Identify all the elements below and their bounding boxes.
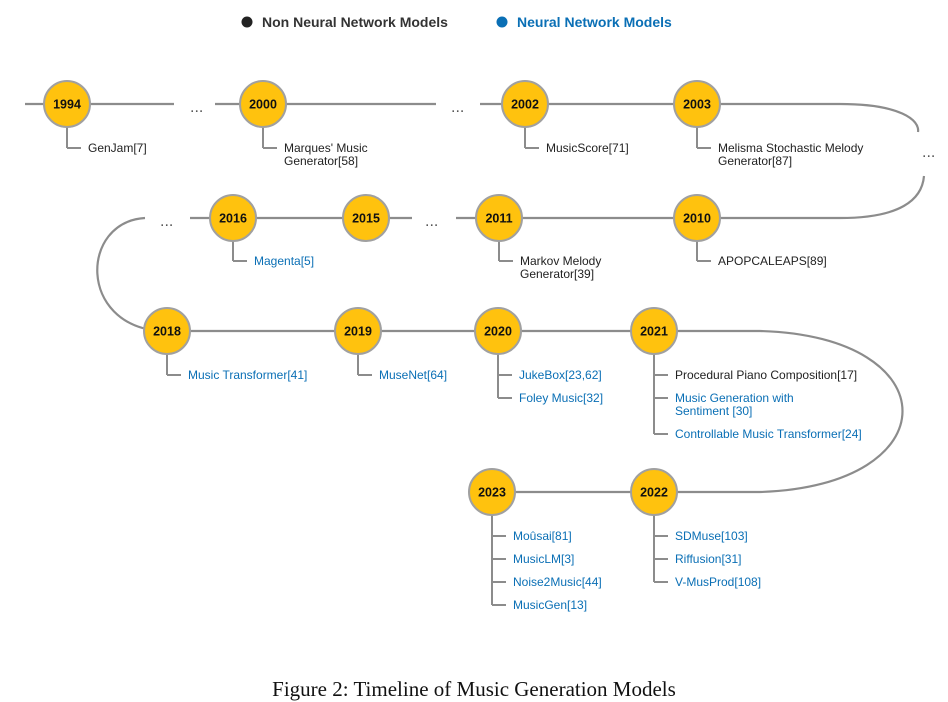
- model-label: Magenta[5]: [254, 254, 314, 268]
- model-label: MusicGen[13]: [513, 598, 587, 612]
- model-label: Marques' Music: [284, 141, 368, 155]
- ellipsis-mark: ...: [922, 144, 935, 161]
- year-label: 1994: [53, 98, 81, 112]
- legend-nn-dot: [496, 16, 508, 28]
- curve-left-1: [96, 216, 161, 333]
- model-label: Markov Melody: [520, 254, 601, 268]
- year-node: [143, 307, 191, 355]
- model-label: Music Generation with: [675, 391, 794, 405]
- model-label: GenJam[7]: [88, 141, 147, 155]
- year-node-group: GenJam[7] 1994: [43, 80, 147, 155]
- year-node-group: Magenta[5] 2016: [209, 194, 314, 268]
- year-label: 2010: [683, 212, 711, 226]
- year-node: [630, 468, 678, 516]
- year-node: [501, 80, 549, 128]
- legend-nn-label: Neural Network Models: [517, 14, 672, 30]
- curve-right-2: [759, 329, 904, 494]
- year-label: 2000: [249, 98, 277, 112]
- curve-right-1: [839, 102, 920, 133]
- model-label: Noise2Music[44]: [513, 575, 602, 589]
- ellipsis-mark: ...: [190, 99, 203, 116]
- model-label: Melisma Stochastic Melody: [718, 141, 863, 155]
- year-label: 2018: [153, 325, 181, 339]
- model-label: Procedural Piano Composition[17]: [675, 368, 857, 382]
- year-label: 2019: [344, 325, 372, 339]
- year-node: [468, 468, 516, 516]
- model-label: Generator[39]: [520, 267, 594, 281]
- year-node-group: Music Transformer[41] 2018: [143, 307, 307, 382]
- ellipsis-mark: ...: [451, 99, 464, 116]
- model-label: JukeBox[23,62]: [519, 368, 602, 382]
- year-node: [475, 194, 523, 242]
- year-node: [474, 307, 522, 355]
- year-node: [239, 80, 287, 128]
- legend: Non Neural Network Models Neural Network…: [241, 14, 672, 30]
- model-label: Music Transformer[41]: [188, 368, 307, 382]
- model-label: Controllable Music Transformer[24]: [675, 427, 862, 441]
- year-label: 2022: [640, 486, 668, 500]
- model-label: MusicLM[3]: [513, 552, 574, 566]
- year-node-group: APOPCALEAPS[89] 2010: [673, 194, 827, 268]
- ellipsis-mark: ...: [160, 213, 173, 230]
- figure-caption: Figure 2: Timeline of Music Generation M…: [272, 677, 676, 701]
- ellipsis-marks: ... ... ... ... ...: [160, 99, 935, 230]
- year-node: [673, 194, 721, 242]
- year-node-group: MuseNet[64] 2019: [334, 307, 447, 382]
- year-label: 2011: [485, 212, 512, 226]
- year-label: 2015: [352, 212, 380, 226]
- model-label: SDMuse[103]: [675, 529, 748, 543]
- model-label: V-MusProd[108]: [675, 575, 761, 589]
- ellipsis-mark: ...: [425, 213, 438, 230]
- model-label: MuseNet[64]: [379, 368, 447, 382]
- year-node: [334, 307, 382, 355]
- year-label: 2016: [219, 212, 247, 226]
- year-node-group: MusicScore[71] 2002: [501, 80, 629, 155]
- curve-right-1b: [839, 175, 926, 220]
- year-node: [630, 307, 678, 355]
- year-node-group: SDMuse[103] Riffusion[31] V-MusProd[108] 20…: [630, 468, 761, 589]
- legend-non-nn-dot: [241, 16, 253, 28]
- legend-non-nn-label: Non Neural Network Models: [262, 14, 448, 30]
- model-label: APOPCALEAPS[89]: [718, 254, 827, 268]
- year-node: [43, 80, 91, 128]
- year-node: [342, 194, 390, 242]
- model-label: Sentiment [30]: [675, 404, 752, 418]
- year-label: 2002: [511, 98, 539, 112]
- year-node-group: Procedural Piano Composition[17] Music Ge…: [630, 307, 862, 441]
- model-label: Riffusion[31]: [675, 552, 742, 566]
- year-node: [673, 80, 721, 128]
- year-node-group: JukeBox[23,62] Foley Music[32] 2020: [474, 307, 603, 405]
- year-label: 2003: [683, 98, 711, 112]
- year-label: 2023: [478, 486, 506, 500]
- model-label: Moûsai[81]: [513, 529, 572, 543]
- model-label: MusicScore[71]: [546, 141, 629, 155]
- year-node: [209, 194, 257, 242]
- year-node-group: Moûsai[81] MusicLM[3] Noise2Music[44] Music…: [468, 468, 602, 612]
- model-label: Generator[58]: [284, 154, 358, 168]
- year-node-group: 2015: [342, 194, 390, 242]
- year-label: 2021: [640, 325, 668, 339]
- model-label: Foley Music[32]: [519, 391, 603, 405]
- year-label: 2020: [484, 325, 512, 339]
- model-label: Generator[87]: [718, 154, 792, 168]
